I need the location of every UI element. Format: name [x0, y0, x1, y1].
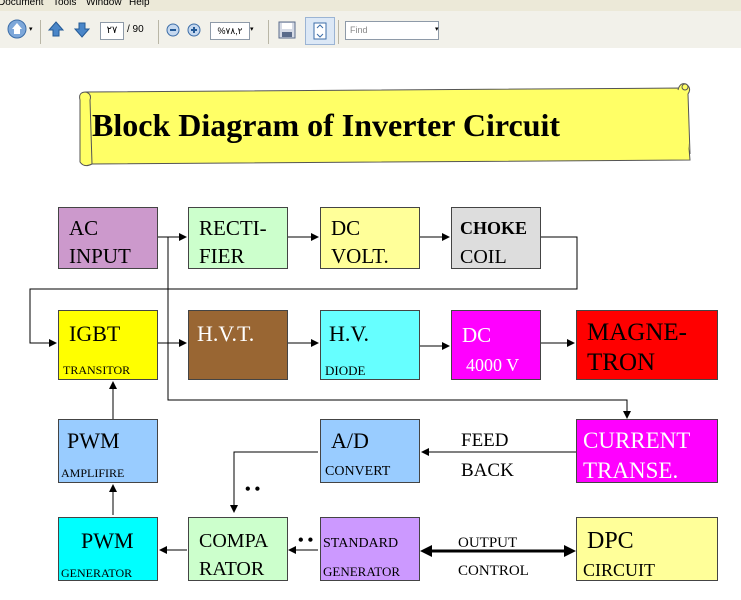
save-icon[interactable] [277, 20, 297, 45]
page-up-icon[interactable] [47, 20, 65, 43]
block-pwm-amplifier: PWM AMPLIFIRE [58, 419, 158, 483]
menu-tools[interactable]: Tools [53, 0, 77, 8]
zoom-in-icon[interactable] [187, 23, 201, 42]
block-hv-diode: H.V. DIODE [320, 310, 420, 380]
label-back: BACK [461, 460, 514, 481]
toolbar: ▾ ٢٧ / 90 %٧٨,٢ ▾ Find ▾ [0, 11, 741, 49]
fit-page-icon[interactable] [305, 17, 335, 45]
menu-window[interactable]: Window [86, 0, 122, 8]
page-total: / 90 [127, 24, 144, 35]
zoom-field[interactable]: %٧٨,٢ [210, 22, 250, 40]
block-magnetron: MAGNE- TRON [576, 310, 718, 380]
find-input[interactable]: Find [345, 21, 439, 40]
menu-help[interactable]: Help [129, 0, 150, 8]
label-output: OUTPUT [458, 535, 518, 551]
slide-title: Block Diagram of Inverter Circuit [92, 107, 561, 143]
label-control: CONTROL [458, 563, 529, 579]
block-dc-volt: DC VOLT. [320, 207, 420, 269]
block-comparator: COMPA RATOR [188, 517, 288, 581]
dots-standard: • • [298, 532, 314, 549]
page-number-input[interactable]: ٢٧ [100, 22, 124, 40]
block-rectifier: RECTI- FIER [188, 207, 288, 269]
block-pwm-generator: PWM GENERATOR [58, 517, 158, 581]
menu-bar: Document Tools Window Help [0, 0, 741, 11]
chevron-down-icon[interactable]: ▾ [29, 26, 33, 33]
hand-tool-icon[interactable] [6, 18, 28, 40]
block-ad-convert: A/D CONVERT [320, 419, 420, 483]
zoom-dropdown-icon[interactable]: ▾ [250, 26, 254, 33]
block-ac-input: AC INPUT [58, 207, 158, 269]
dots-ad: • • [245, 481, 261, 498]
block-hvt: H.V.T. [188, 310, 288, 380]
block-igbt: IGBT TRANSITOR [58, 310, 158, 380]
zoom-out-icon[interactable] [166, 23, 180, 42]
page-down-icon[interactable] [73, 21, 91, 44]
find-dropdown-icon[interactable]: ▾ [435, 26, 439, 33]
block-standard-generator: STANDARD GENERATOR [320, 517, 420, 581]
block-dc-4000v: DC 4000 V [451, 310, 541, 380]
block-choke-coil: CHOKE COIL [451, 207, 541, 269]
menu-document[interactable]: Document [0, 0, 44, 8]
block-current-transe: CURRENT TRANSE. [576, 419, 718, 483]
block-dpc-circuit: DPC CIRCUIT [576, 517, 718, 581]
label-feed: FEED [461, 430, 509, 451]
